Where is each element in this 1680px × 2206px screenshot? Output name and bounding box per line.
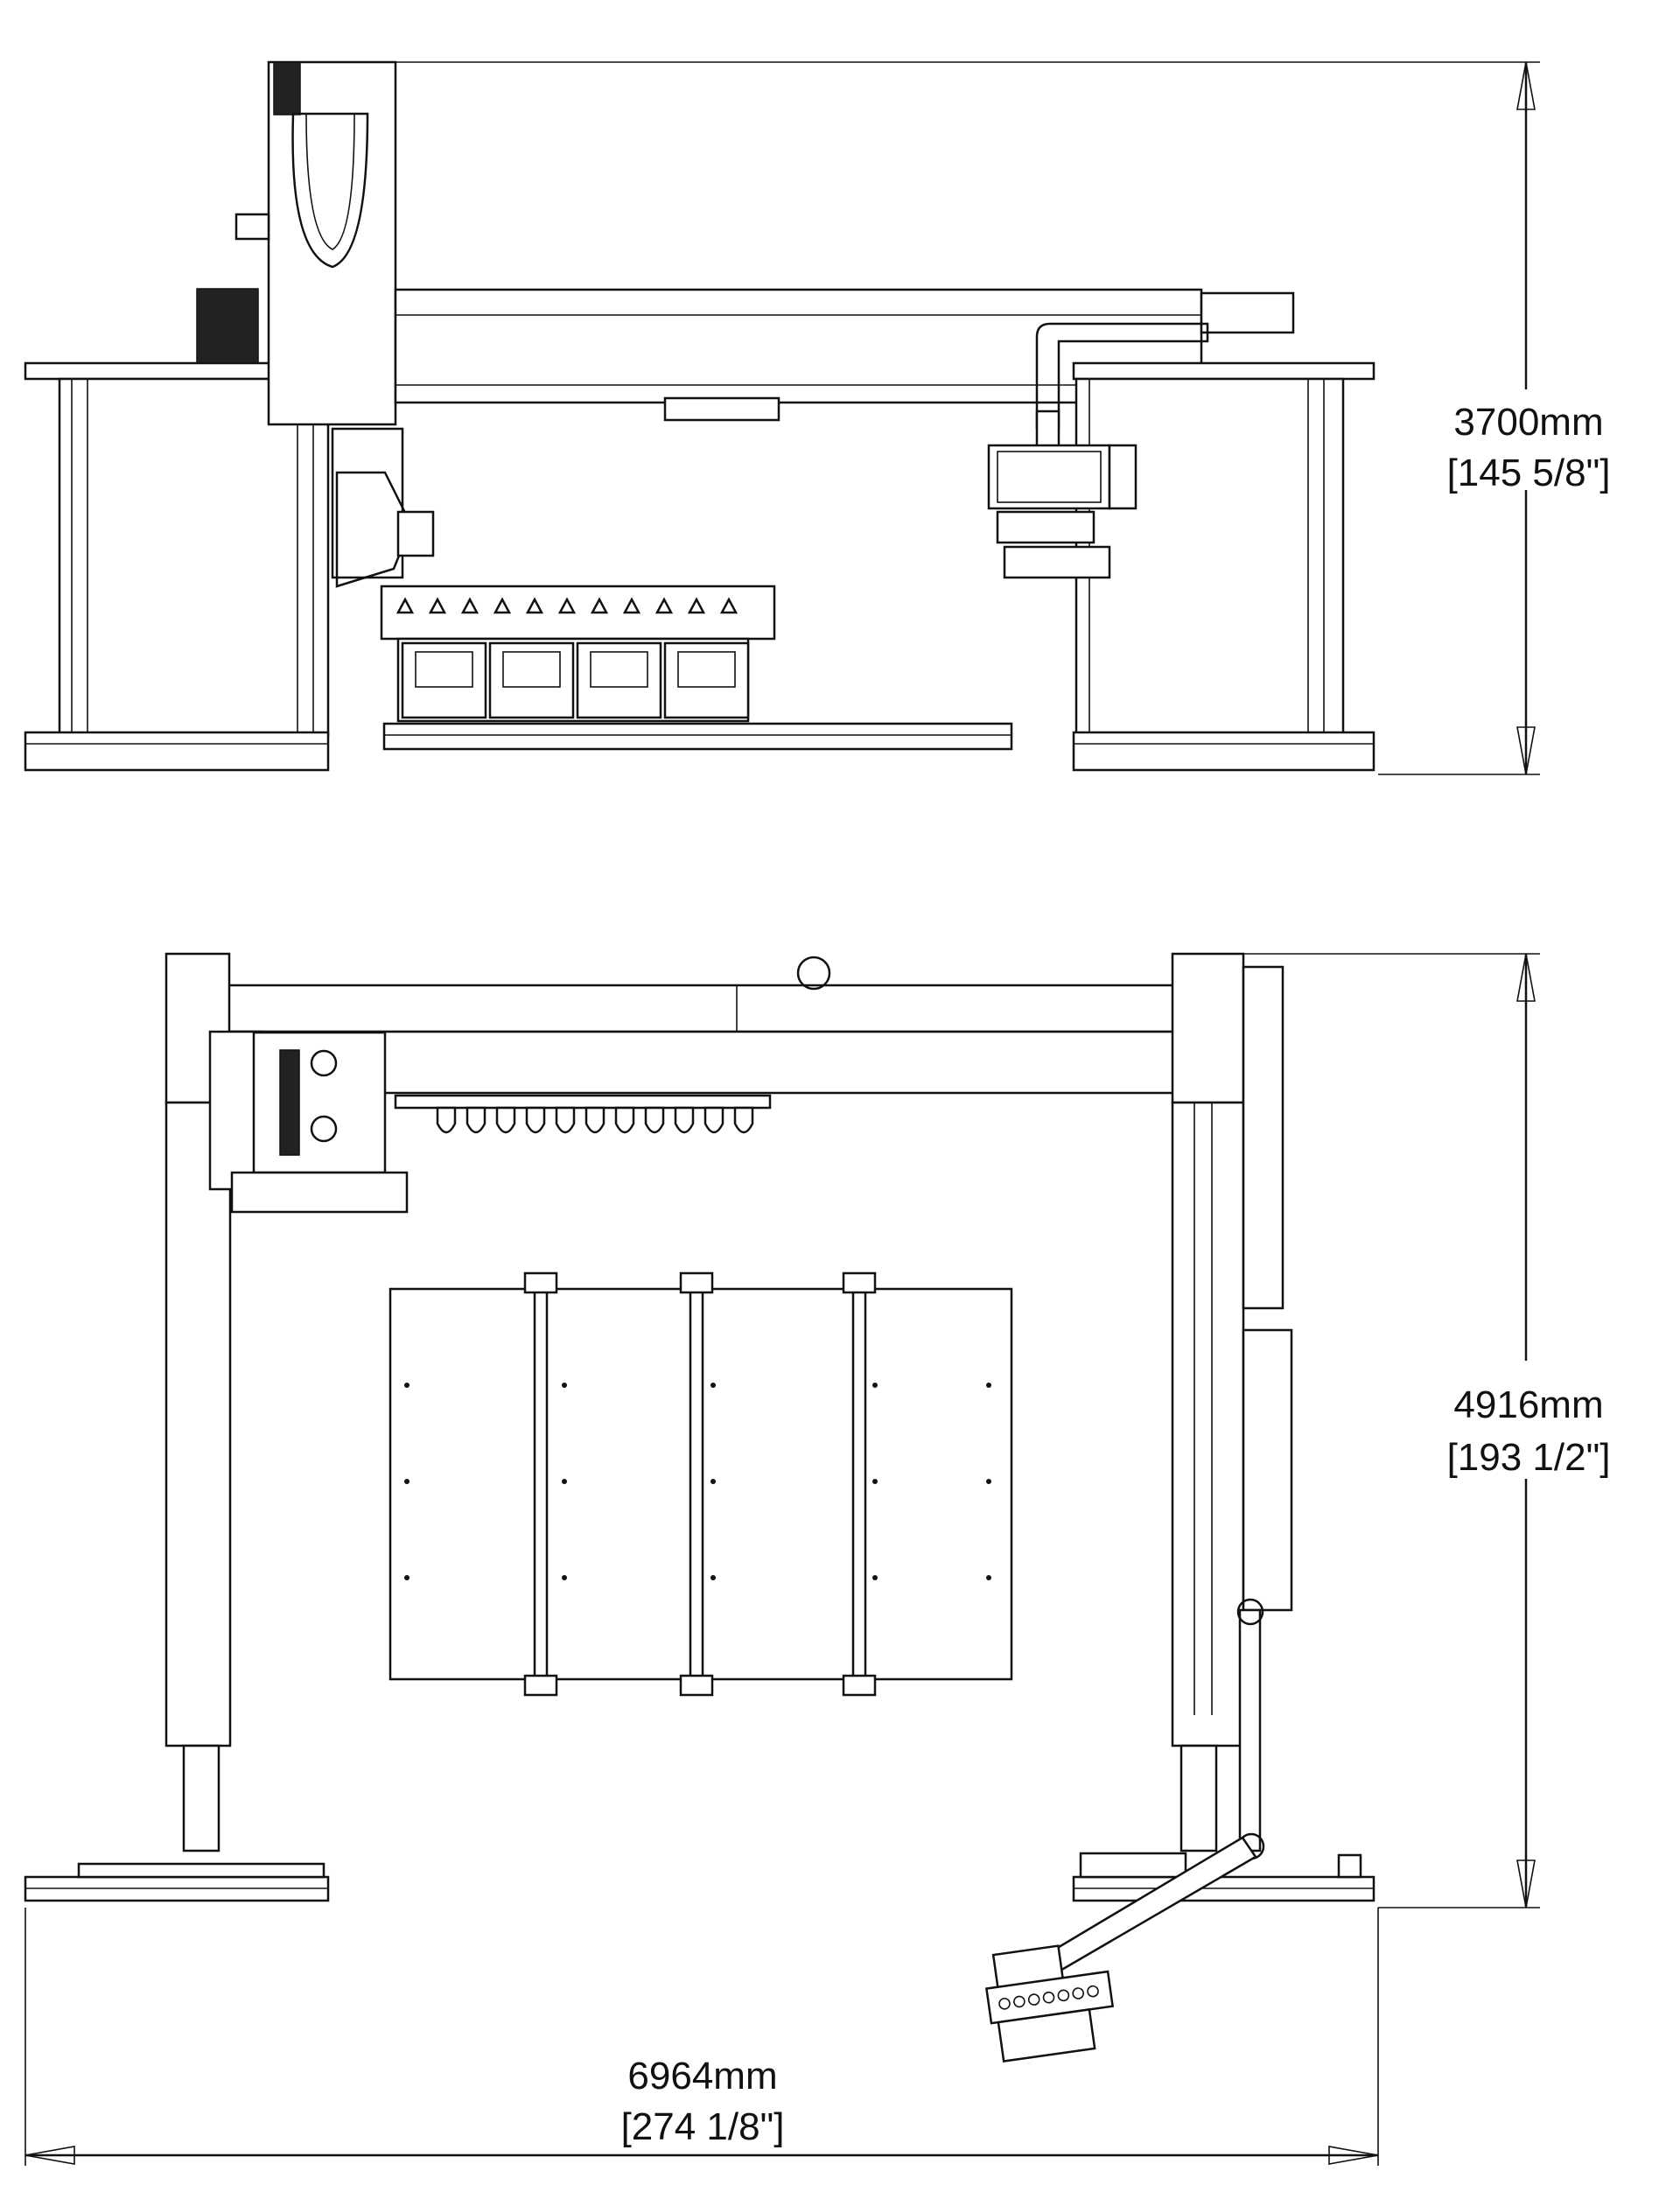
tool-holder (460, 597, 480, 614)
tool-bulb (436, 1106, 457, 1134)
plan-right-column (1072, 952, 1376, 1902)
tool-bulb (525, 1106, 546, 1134)
tool-holder (590, 597, 609, 614)
width-dimension: 6964mm [274 1/8"] (24, 1908, 1379, 2166)
plan-left-column (24, 952, 409, 1902)
tool-holder (396, 597, 415, 614)
plan-view (24, 952, 1376, 2063)
pendant-button (1087, 1985, 1099, 1998)
table-clamp (679, 1271, 714, 1294)
width-imperial-label: [274 1/8"] (621, 2105, 785, 2148)
tool-bulb (584, 1106, 606, 1134)
tool-bay (576, 641, 662, 719)
depth-metric-label: 4916mm (1453, 1383, 1603, 1426)
tool-bulb (555, 1106, 576, 1134)
tool-bay (663, 641, 750, 719)
pendant-button (998, 1998, 1011, 2010)
tool-holder (719, 597, 738, 614)
pendant-control (985, 1944, 1115, 2063)
right-table (1072, 361, 1376, 772)
tool-bay (488, 641, 575, 719)
tool-bulb (644, 1106, 665, 1134)
tool-bulb (733, 1106, 754, 1134)
tool-bulb (674, 1106, 695, 1134)
height-imperial-label: [145 5/8"] (1447, 452, 1611, 494)
table-hole (404, 1575, 410, 1580)
tool-bulb (495, 1106, 516, 1134)
table-clamp (523, 1271, 558, 1294)
height-metric-label: 3700mm (1453, 401, 1603, 444)
table-hole (710, 1575, 716, 1580)
pendant-button (1072, 1987, 1085, 1999)
table-hole (404, 1479, 410, 1484)
tool-bulb (704, 1106, 724, 1134)
pendant-button (1027, 1993, 1040, 2006)
tool-bay-window (415, 651, 473, 688)
table-clamp (842, 1271, 877, 1294)
tool-bay-window (502, 651, 561, 688)
tool-carousel (394, 1094, 772, 1134)
pendant-arm (985, 1598, 1265, 2063)
table-strip (851, 1287, 867, 1681)
pendant-button (1013, 1995, 1026, 2008)
table-hole (710, 1383, 716, 1388)
tool-bulb (466, 1106, 486, 1134)
tool-bay (401, 641, 487, 719)
table-hole (562, 1575, 567, 1580)
depth-dimension: 4916mm [193 1/2"] (1243, 953, 1611, 1908)
table-clamp (523, 1674, 558, 1697)
table-hole (872, 1383, 878, 1388)
base-rail (382, 722, 1013, 751)
tool-holder (493, 597, 512, 614)
table-clamp (842, 1674, 877, 1697)
tool-holder (654, 597, 674, 614)
gantry-beam (394, 288, 1295, 422)
table-hole (562, 1479, 567, 1484)
table-hole (986, 1575, 991, 1580)
plan-gantry-beam (168, 984, 1217, 1033)
tool-bay-window (677, 651, 736, 688)
table-hole (872, 1479, 878, 1484)
table-hole (986, 1479, 991, 1484)
table-hole (710, 1479, 716, 1484)
tool-bulb (614, 1106, 635, 1134)
control-panel (987, 322, 1209, 579)
pendant-button (1057, 1989, 1070, 2002)
tool-holder (557, 597, 577, 614)
table-hole (404, 1383, 410, 1388)
gantry-column (234, 60, 397, 426)
spindle-head (331, 427, 776, 723)
tool-holder (428, 597, 447, 614)
depth-imperial-label: [193 1/2"] (1447, 1436, 1611, 1479)
table-hole (562, 1383, 567, 1388)
tool-holder (622, 597, 641, 614)
left-table (24, 288, 330, 772)
tool-holder (525, 597, 544, 614)
table-strip (689, 1287, 704, 1681)
pendant-button (1042, 1991, 1055, 2004)
tool-holder (687, 597, 706, 614)
table-hole (986, 1383, 991, 1388)
height-dimension: 3700mm [145 5/8"] (311, 61, 1611, 775)
width-metric-label: 6964mm (627, 2055, 777, 2097)
tool-bay-window (590, 651, 648, 688)
table-hole (872, 1575, 878, 1580)
table-clamp (679, 1674, 714, 1697)
table-strip (533, 1287, 549, 1681)
work-table (388, 1271, 1013, 1697)
front-view (24, 60, 1376, 772)
